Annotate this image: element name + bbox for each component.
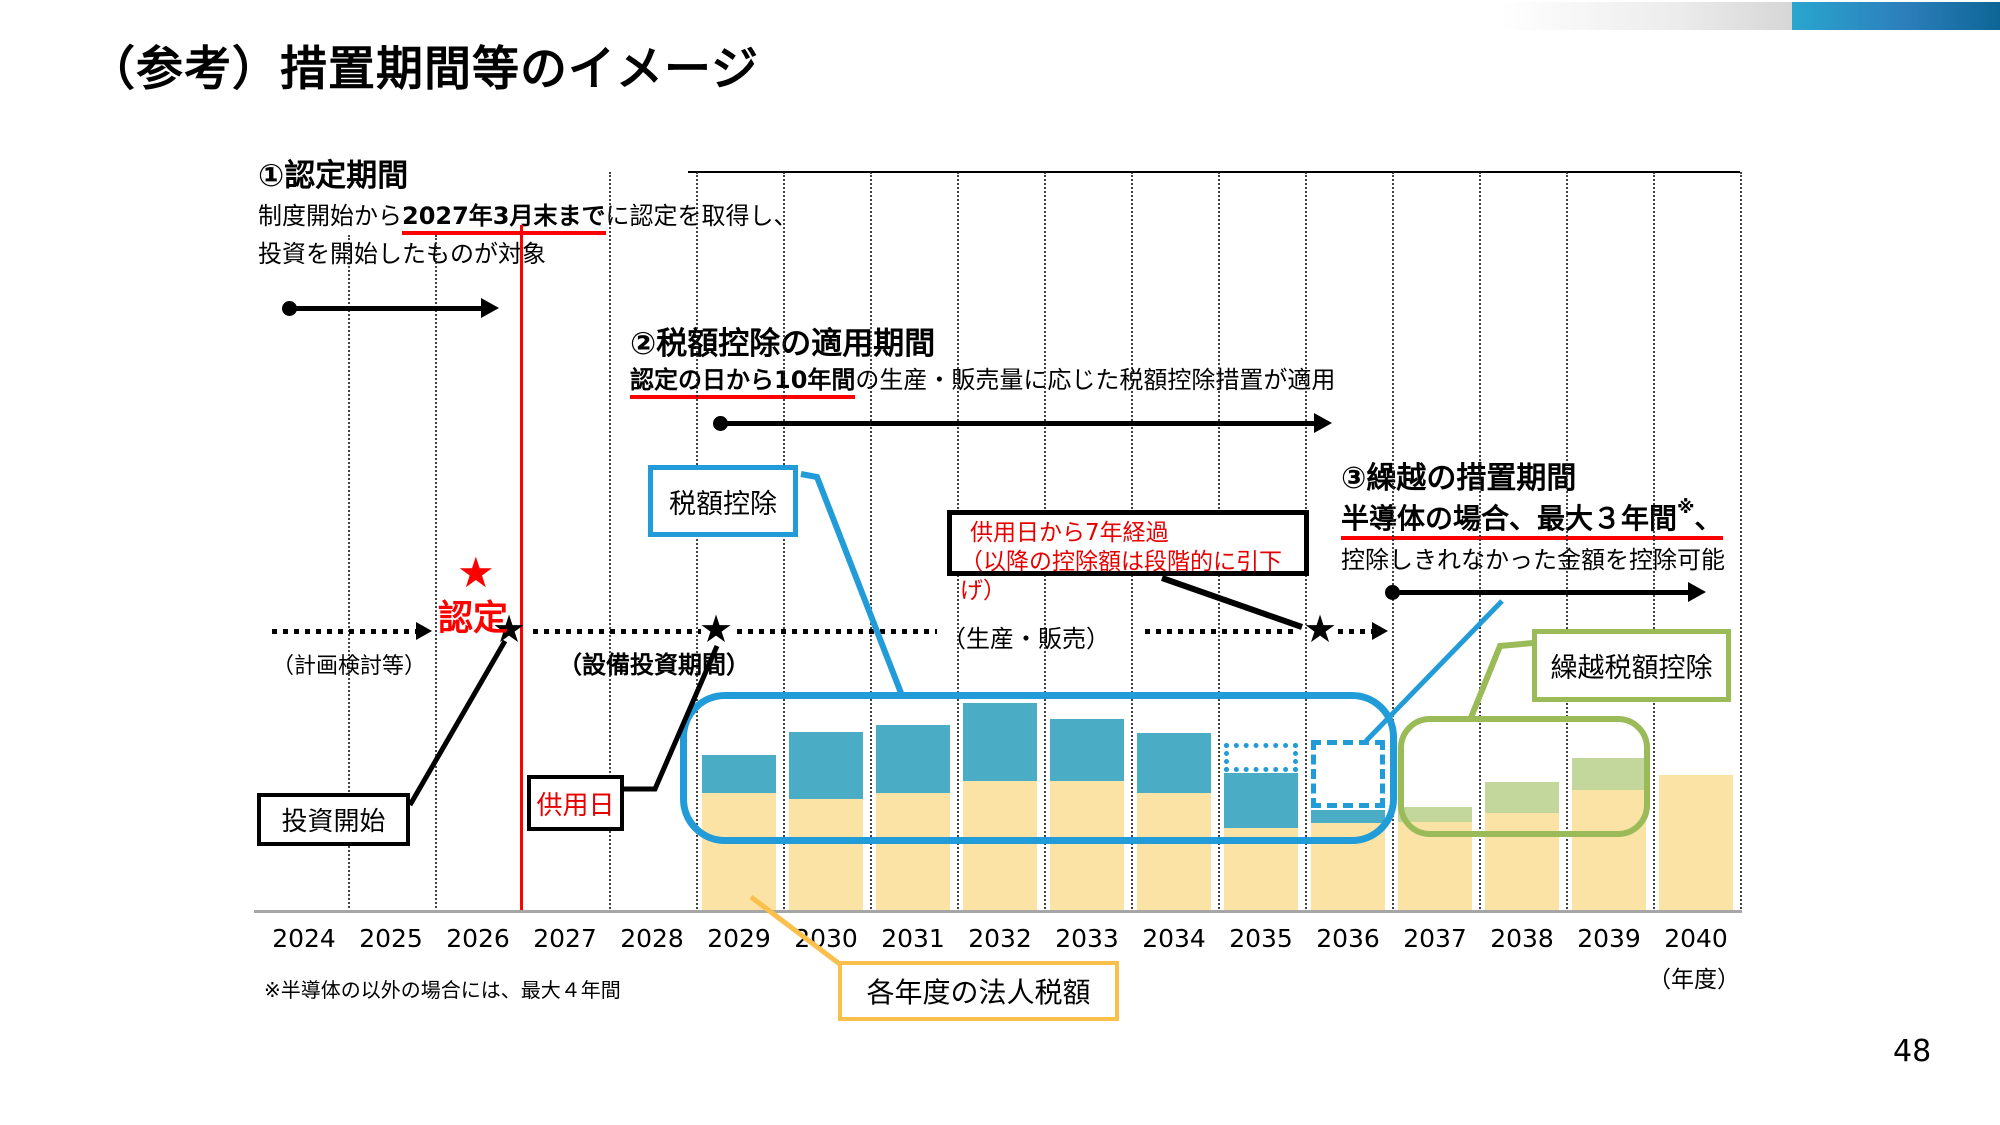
year-label: 2025 bbox=[359, 924, 423, 953]
year-label: 2036 bbox=[1316, 924, 1380, 953]
page-title: （参考）措置期間等のイメージ bbox=[88, 42, 760, 97]
bar-segment bbox=[1485, 782, 1559, 813]
gridline bbox=[1391, 172, 1394, 912]
tax-credit-callout: 税額控除 bbox=[648, 465, 798, 537]
gridline bbox=[1652, 172, 1655, 912]
gridline bbox=[347, 235, 350, 912]
gridline bbox=[1739, 172, 1742, 912]
bar-segment bbox=[1137, 733, 1211, 793]
bar-segment bbox=[876, 725, 950, 793]
year-label: 2028 bbox=[620, 924, 684, 953]
plot-top-border bbox=[688, 171, 1740, 173]
section3-em-comma: 、 bbox=[1694, 502, 1723, 535]
gridline bbox=[695, 172, 698, 912]
gridline bbox=[434, 235, 437, 912]
plan-period-label: （計画検討等） bbox=[272, 654, 427, 679]
year-label: 2029 bbox=[707, 924, 771, 953]
section1-body-line2: 投資を開始したものが対象 bbox=[258, 240, 546, 268]
dotted-line-capex bbox=[533, 629, 701, 634]
year-label: 2027 bbox=[533, 924, 597, 953]
bar-segment bbox=[1050, 719, 1124, 781]
carryover-dashed-box bbox=[1224, 743, 1298, 772]
gridline bbox=[1478, 172, 1481, 912]
deadline-red-line bbox=[520, 225, 523, 912]
year-label: 2024 bbox=[272, 924, 336, 953]
section1-heading: ①認定期間 bbox=[258, 158, 409, 194]
section3-note-mark: ※ bbox=[1677, 497, 1695, 518]
section2-em: 認定の日から10年間 bbox=[630, 366, 856, 399]
year-label: 2037 bbox=[1403, 924, 1467, 953]
bar-segment bbox=[1572, 758, 1646, 790]
dotted-line-production-left bbox=[737, 629, 937, 634]
tax-credit-group-outline bbox=[680, 692, 1397, 844]
header-gradient-bar bbox=[1500, 2, 1792, 30]
section1-em: 2027年3月末まで bbox=[402, 202, 606, 235]
carryover-callout: 繰越税額控除 bbox=[1532, 629, 1731, 702]
bar-segment bbox=[1659, 775, 1733, 912]
bar-segment bbox=[1050, 781, 1124, 912]
footnote: ※半導体の以外の場合には、最大４年間 bbox=[264, 978, 621, 1002]
bar-segment bbox=[963, 703, 1037, 781]
year-label: 2035 bbox=[1229, 924, 1293, 953]
section2-body: 認定の日から10年間の生産・販売量に応じた税額控除措置が適用 bbox=[630, 360, 1336, 399]
gridline bbox=[1565, 172, 1568, 912]
section3-em: 半導体の場合、最大３年間※、 bbox=[1341, 497, 1723, 540]
year-label: 2038 bbox=[1490, 924, 1554, 953]
dotted-line-production-right bbox=[1145, 629, 1297, 634]
star-icon-red: ★ bbox=[457, 548, 495, 597]
seven-years-line1: 供用日から7年経過 bbox=[970, 520, 1169, 546]
carryover-dashed-box bbox=[1311, 740, 1385, 808]
investment-start-callout: 投資開始 bbox=[257, 793, 410, 846]
section2-post: の生産・販売量に応じた税額控除措置が適用 bbox=[855, 366, 1336, 394]
section3-heading: ③繰越の措置期間 bbox=[1341, 461, 1577, 496]
bar-segment bbox=[1137, 793, 1211, 912]
year-label: 2040 bbox=[1664, 924, 1728, 953]
year-label: 2031 bbox=[881, 924, 945, 953]
carryover-group-outline bbox=[1398, 716, 1650, 837]
nintei-label: 認定 bbox=[438, 599, 509, 639]
bar-segment bbox=[876, 793, 950, 912]
star-icon-7years: ★ bbox=[1303, 607, 1338, 651]
arrow-nintei-period bbox=[282, 298, 499, 318]
arrow-credit-period bbox=[713, 413, 1332, 433]
page-number: 48 bbox=[1893, 1034, 1932, 1069]
bar-segment bbox=[1224, 773, 1298, 828]
year-label: 2039 bbox=[1577, 924, 1641, 953]
production-label: （生産・販売） bbox=[942, 625, 1110, 653]
gridline bbox=[782, 172, 785, 912]
section3-em-text: 半導体の場合、最大３年間 bbox=[1341, 502, 1678, 535]
gridline bbox=[608, 172, 611, 912]
corporate-tax-callout: 各年度の法人税額 bbox=[838, 961, 1119, 1021]
year-label: 2030 bbox=[794, 924, 858, 953]
bar-segment bbox=[789, 799, 863, 912]
bar-segment bbox=[1485, 813, 1559, 912]
year-label: 2026 bbox=[446, 924, 510, 953]
year-label: 2033 bbox=[1055, 924, 1119, 953]
arrow-carryover-period bbox=[1385, 582, 1706, 602]
bar-segment bbox=[1398, 822, 1472, 912]
leader-tax-credit bbox=[800, 471, 904, 695]
axis-unit-label: （年度） bbox=[1648, 967, 1740, 993]
section1-body-line1: 制度開始から2027年3月末までに認定を取得し、 bbox=[258, 196, 798, 235]
x-axis-line bbox=[254, 910, 1742, 913]
seven-years-callout: 供用日から7年経過 （以降の控除額は段階的に引下げ） bbox=[947, 510, 1309, 604]
dotted-arrow-end bbox=[1338, 622, 1388, 640]
star-icon-service-start: ★ bbox=[699, 607, 734, 651]
service-start-callout: 供用日 bbox=[527, 775, 624, 831]
bar-segment bbox=[789, 732, 863, 799]
header-blue-bar bbox=[1792, 2, 2000, 30]
section1-pre: 制度開始から bbox=[258, 202, 402, 230]
seven-years-line2: （以降の控除額は段階的に引下げ） bbox=[960, 549, 1282, 604]
section3-body-line2: 控除しきれなかった金額を控除可能 bbox=[1341, 546, 1725, 574]
capex-period-label: （設備投資期間） bbox=[558, 651, 750, 679]
bar-segment bbox=[963, 781, 1037, 912]
dotted-arrow-plan bbox=[272, 622, 432, 640]
year-label: 2034 bbox=[1142, 924, 1206, 953]
section1-post: に認定を取得し、 bbox=[605, 202, 798, 230]
year-label: 2032 bbox=[968, 924, 1032, 953]
section3-body-line1: 半導体の場合、最大３年間※、 bbox=[1341, 497, 1723, 540]
